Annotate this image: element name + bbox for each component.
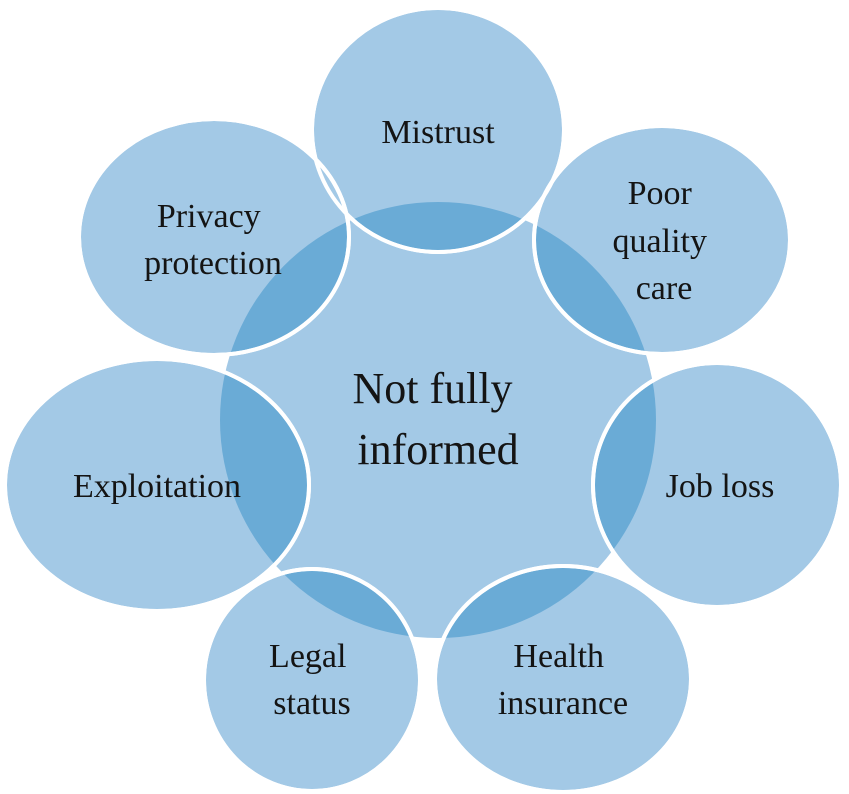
node-label-exploitation-line-1: Exploitation [73,468,241,505]
node-label-privacy-protection: Privacy protection [144,198,282,282]
node-label-poor-quality-care-line-1: Poor [628,175,693,212]
node-label-poor-quality-care-line-3: care [636,270,693,307]
node-label-poor-quality-care: Poor quality care [613,175,716,307]
node-label-health-insurance-line-2: insurance [498,685,628,722]
overlap-poor-quality-care [536,202,656,352]
node-label-exploitation: Exploitation [73,468,241,505]
center-circle [220,202,656,638]
node-label-legal-status-line-1: Legal [269,638,346,675]
center-label-line-2: informed [357,425,518,474]
node-label-poor-quality-care-line-2: quality [613,223,707,260]
overlap-privacy-protection [220,202,347,353]
node-label-health-insurance: Health insurance [498,638,628,722]
node-label-privacy-protection-line-1: Privacy [157,198,261,235]
node-label-legal-status: Legal status [269,638,355,722]
node-label-privacy-protection-line-2: protection [144,245,282,282]
node-label-job-loss-line-1: Job loss [666,468,775,505]
node-label-job-loss: Job loss [666,468,775,505]
node-label-mistrust-line-1: Mistrust [381,114,495,151]
center-label: Not fully informed [352,364,523,474]
node-label-health-insurance-line-1: Health [513,638,604,675]
node-label-mistrust: Mistrust [381,114,495,151]
center-label-line-1: Not fully [352,364,512,413]
node-label-legal-status-line-2: status [273,685,350,722]
